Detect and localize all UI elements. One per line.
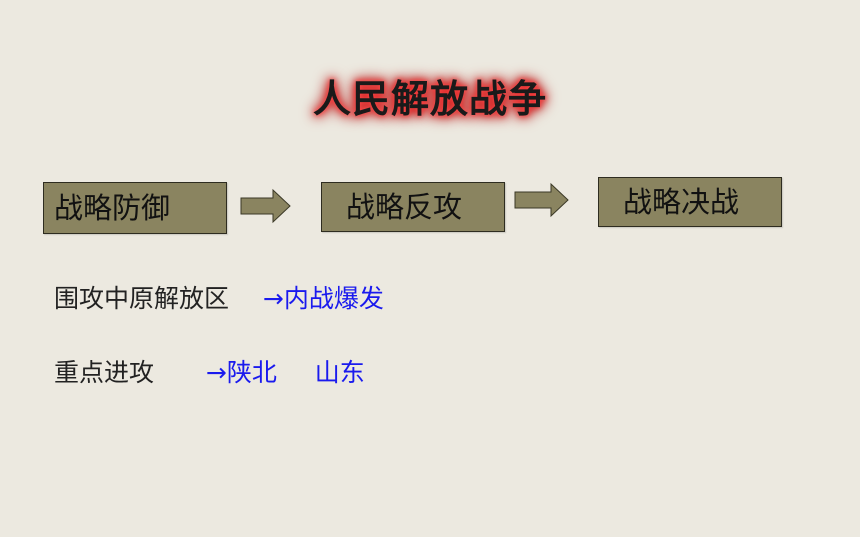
arrow-right-icon xyxy=(240,188,291,224)
stage-box-decisive: 战略决战 xyxy=(598,177,782,227)
stage-box-defense: 战略防御 xyxy=(43,182,227,234)
stage-label-decisive: 战略决战 xyxy=(623,184,740,219)
arrow-right-icon xyxy=(514,182,569,218)
event-label-siege: 围攻中原解放区 xyxy=(54,284,230,313)
event-label-key-attack: 重点进攻 xyxy=(54,358,155,387)
event-result-shaanbei: 陕北 xyxy=(226,358,277,387)
slide-title: 人民解放战争 xyxy=(312,77,547,121)
event-line-key-attack: 重点进攻 →陕北 山东 xyxy=(54,353,365,389)
event-result-shandong: 山东 xyxy=(314,358,365,387)
event-line-siege: 围攻中原解放区 →内战爆发 xyxy=(54,279,384,315)
stage-box-counteroffensive: 战略反攻 xyxy=(321,182,505,232)
arrow-icon: → xyxy=(205,358,227,387)
arrow-icon: → xyxy=(262,284,284,313)
stage-label-defense: 战略防御 xyxy=(54,190,171,225)
event-result-civil-war: 内战爆发 xyxy=(283,284,384,313)
stage-label-counteroffensive: 战略反攻 xyxy=(346,189,463,224)
